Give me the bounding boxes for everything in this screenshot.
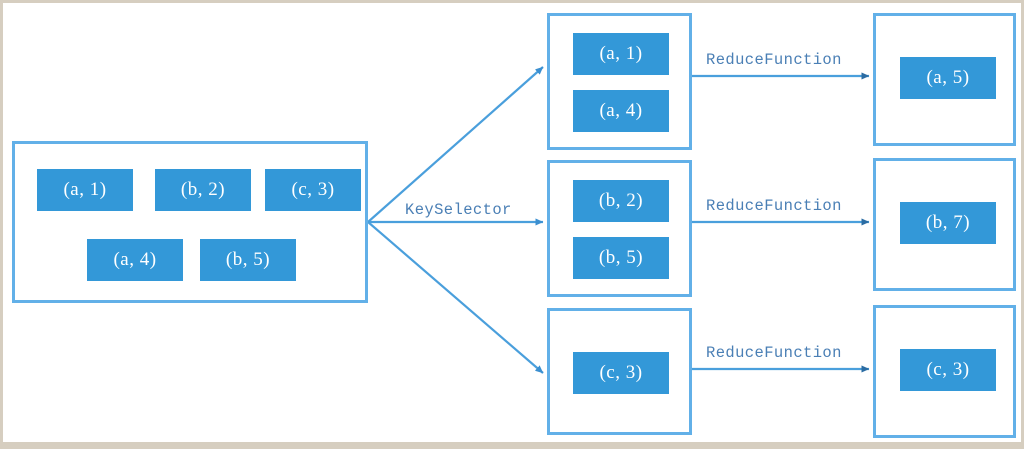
keyselector-label: KeySelector [405, 201, 512, 219]
result-c-box: (c, 3) [873, 305, 1016, 438]
group-a-tile-1: (a, 4) [573, 90, 669, 132]
group-a-tile-0: (a, 1) [573, 33, 669, 75]
result-b-tile: (b, 7) [900, 202, 996, 244]
result-c-tile: (c, 3) [900, 349, 996, 391]
diagram-canvas: (a, 1) (b, 2) (c, 3) (a, 4) (b, 5) KeySe… [3, 3, 1021, 442]
group-a-box: (a, 1) (a, 4) [547, 13, 692, 150]
group-b-tile-0: (b, 2) [573, 180, 669, 222]
input-tile-3: (a, 4) [87, 239, 183, 281]
input-collection-box: (a, 1) (b, 2) (c, 3) (a, 4) (b, 5) [12, 141, 368, 303]
group-b-box: (b, 2) (b, 5) [547, 160, 692, 297]
reduce-label-c: ReduceFunction [706, 344, 842, 362]
input-tile-1: (b, 2) [155, 169, 251, 211]
input-tile-4: (b, 5) [200, 239, 296, 281]
group-b-tile-1: (b, 5) [573, 237, 669, 279]
result-a-box: (a, 5) [873, 13, 1016, 146]
group-c-box: (c, 3) [547, 308, 692, 435]
result-a-tile: (a, 5) [900, 57, 996, 99]
result-b-box: (b, 7) [873, 158, 1016, 291]
reduce-arrows [692, 72, 870, 373]
reduce-label-a: ReduceFunction [706, 51, 842, 69]
group-c-tile-0: (c, 3) [573, 352, 669, 394]
keyselector-fan [367, 66, 544, 374]
input-tile-0: (a, 1) [37, 169, 133, 211]
input-tile-2: (c, 3) [265, 169, 361, 211]
reduce-label-b: ReduceFunction [706, 197, 842, 215]
